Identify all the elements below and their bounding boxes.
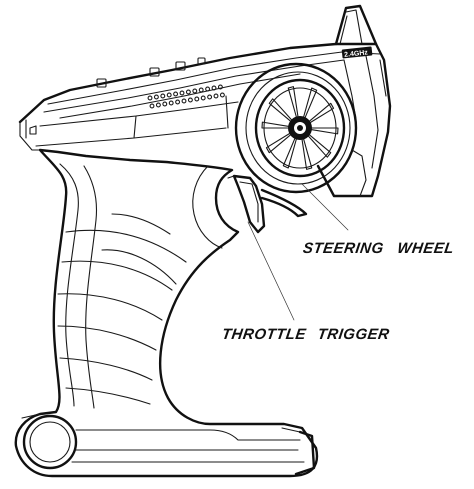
grille-dot xyxy=(194,96,200,102)
transmitter-body xyxy=(18,42,392,198)
base-stand xyxy=(21,413,316,476)
throttle-trigger-leader xyxy=(247,221,295,321)
steering-wheel-label: STEERING WHEEL xyxy=(301,240,456,257)
grille-dot xyxy=(160,93,166,99)
grip-handle xyxy=(14,148,319,478)
grille-dot xyxy=(175,99,181,105)
grille-dot xyxy=(207,94,213,100)
grille-dot xyxy=(217,84,223,90)
grille-dot xyxy=(211,85,217,91)
frequency-badge-text: 2.4GHz xyxy=(344,49,369,58)
frequency-badge: 2.4GHz xyxy=(341,46,373,59)
grille-dot xyxy=(181,98,187,104)
grille-dot xyxy=(173,91,179,97)
wheel-spoke xyxy=(268,98,292,122)
grille-dot xyxy=(185,89,191,95)
throttle-trigger-label: THROTTLE TRIGGER xyxy=(220,326,391,343)
callout-leaders xyxy=(247,183,349,321)
wheel-spoke xyxy=(282,138,297,169)
wheel-spoke xyxy=(261,121,289,129)
grille-dot xyxy=(213,93,219,99)
antenna xyxy=(334,4,378,46)
grille-dot xyxy=(147,95,153,101)
grille-dot xyxy=(153,94,159,100)
wheel-spoke xyxy=(301,138,313,170)
steering-wheel-leader xyxy=(301,183,349,231)
wheel-spoke xyxy=(303,87,318,118)
wheel-spoke xyxy=(287,86,299,118)
grille-dot xyxy=(168,100,174,106)
throttle-trigger xyxy=(227,174,308,234)
grille-dot xyxy=(149,103,155,109)
grille-dot xyxy=(166,92,172,98)
grille-dot xyxy=(162,101,168,107)
grille-dot xyxy=(205,86,211,92)
grille-dot xyxy=(200,95,206,101)
grille-dot xyxy=(219,92,225,98)
wheel-spoke xyxy=(309,102,335,123)
wheel-spoke xyxy=(311,127,339,135)
top-switches xyxy=(96,57,206,88)
steering-wheel xyxy=(234,62,358,194)
grille-dot xyxy=(187,97,193,103)
grille-dot xyxy=(155,102,161,108)
grille-dot xyxy=(179,90,185,96)
grille-dot xyxy=(192,88,198,94)
wheel-spoke xyxy=(265,133,291,154)
speaker-grille xyxy=(147,84,225,109)
wheel-spoke xyxy=(308,134,332,158)
grille-dot xyxy=(198,87,204,93)
